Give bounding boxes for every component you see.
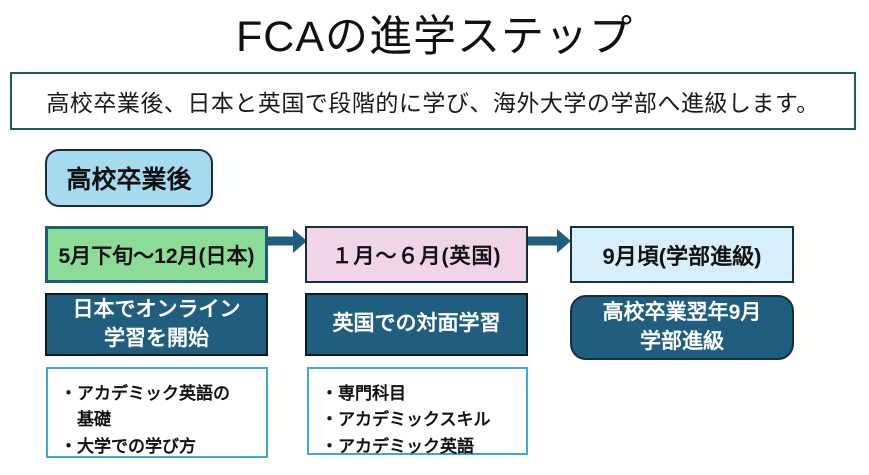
arrow-right-icon [528, 229, 571, 253]
phase-uk-line1: 英国での対面学習 [332, 312, 501, 336]
subtitle-text: 高校卒業後、日本と英国で段階的に学び、海外大学の学部へ進級します。 [46, 90, 820, 116]
phase-september-line2: 学部進級 [640, 329, 724, 353]
period-box-september: 9月頃(学部進級) [570, 226, 794, 283]
details-box-uk: ・専門科目 ・アカデミックスキル ・アカデミック英語 [307, 367, 528, 456]
arrow-head [293, 229, 307, 253]
arrow-right-icon [268, 229, 307, 253]
subtitle-box: 高校卒業後、日本と英国で段階的に学び、海外大学の学部へ進級します。 [10, 72, 856, 130]
period-box-uk: １月～６月(英国) [305, 226, 528, 283]
details-uk-line3: ・アカデミック英語 [321, 436, 474, 456]
details-japan-line1: ・アカデミック英語の [60, 384, 230, 403]
start-badge: 高校卒業後 [45, 149, 213, 207]
phase-japan-line2: 学習を開始 [104, 326, 209, 350]
details-uk-line1: ・専門科目 [321, 384, 406, 403]
details-box-japan: ・アカデミック英語の 基礎 ・大学での学び方 [46, 367, 268, 458]
details-uk-line2: ・アカデミックスキル [321, 410, 491, 430]
phase-box-september: 高校卒業翌年9月 学部進級 [570, 295, 794, 360]
period-box-japan: 5月下旬～12月(日本) [45, 226, 268, 283]
details-japan-line3: ・大学での学び方 [60, 436, 196, 456]
arrow-shaft [268, 236, 294, 246]
phase-japan-line1: 日本でオンライン [72, 298, 241, 322]
details-japan-line2: 基礎 [60, 410, 111, 430]
arrow-shaft [528, 236, 558, 246]
phase-box-uk: 英国での対面学習 [305, 293, 528, 356]
arrow-head [557, 229, 571, 253]
page-title: FCAの進学ステップ [236, 13, 633, 61]
phase-september-line1: 高校卒業翌年9月 [602, 301, 762, 325]
phase-box-japan: 日本でオンライン 学習を開始 [45, 293, 268, 356]
